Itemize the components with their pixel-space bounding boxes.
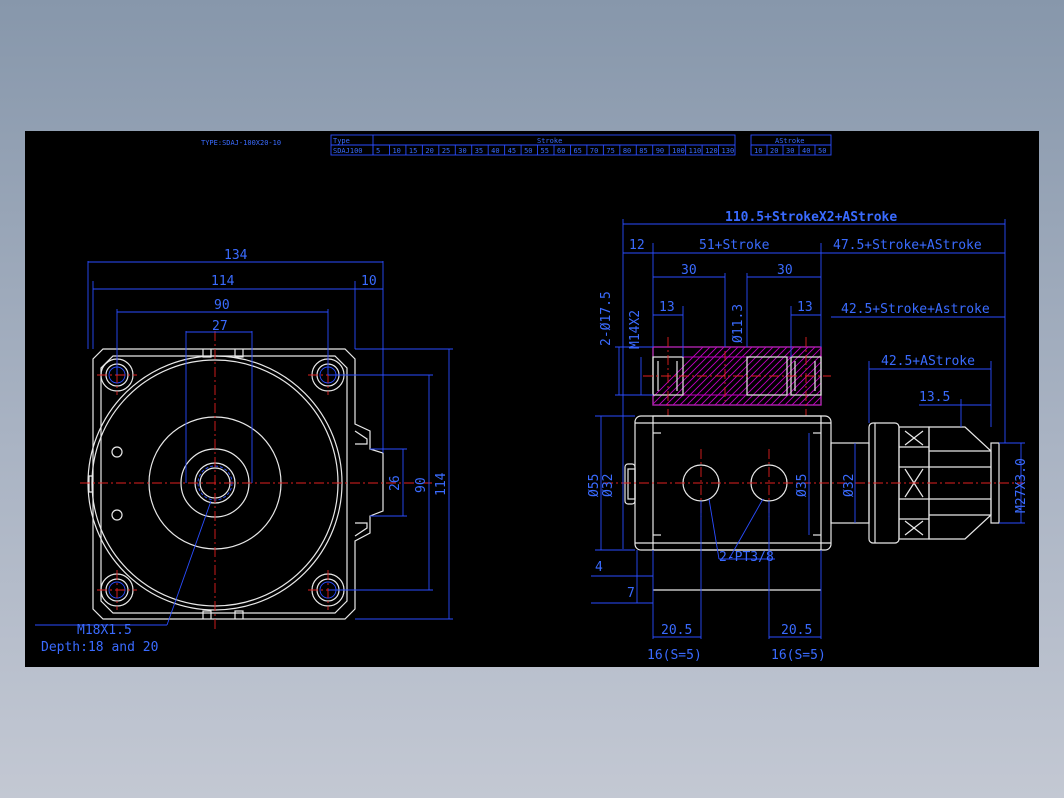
stroke-value-cell: 45	[508, 147, 516, 155]
dim-27: 27	[212, 319, 228, 334]
front-body-inner	[100, 355, 348, 614]
dim-12: 12	[629, 238, 645, 253]
stroke-value-cell: 50	[524, 147, 532, 155]
stroke-value-cell: 30	[458, 147, 466, 155]
type-label: TYPE:SDAJ-100X20-10	[201, 139, 281, 147]
dim-13-5: 13.5	[919, 390, 950, 405]
dim-13-left: 13	[659, 300, 675, 315]
port-label: 2-PT3/8	[719, 550, 774, 565]
dim-7: 7	[627, 586, 635, 601]
dim-phi-17-5: 2-Ø17.5	[599, 291, 614, 346]
stroke-value-cell: 5	[376, 147, 380, 155]
side-view: 110.5+StrokeX2+AStroke 12 51+Stroke 47.5…	[587, 210, 1029, 663]
dim-42-stroke-astroke: 42.5+Stroke+Astroke	[841, 302, 990, 317]
stroke-value-cell: 70	[590, 147, 598, 155]
side-hole-top	[111, 446, 123, 458]
stroke-value-cell: 65	[573, 147, 581, 155]
stroke-value-cell: 130	[722, 147, 735, 155]
dim-134: 134	[224, 248, 248, 263]
stroke-value-cell: 20	[425, 147, 433, 155]
stroke-value-cell: 80	[623, 147, 631, 155]
stroke-value-cell: 15	[409, 147, 417, 155]
stroke-value-cell: 60	[557, 147, 565, 155]
dim-phi-35: Ø35	[795, 474, 810, 497]
cad-drawing: TYPE:SDAJ-100X20-10 Type Stroke SDAJ100 …	[35, 134, 1029, 663]
dim-114: 114	[211, 274, 235, 289]
table1-model: SDAJ100	[333, 147, 363, 155]
dim-30-right: 30	[777, 263, 793, 278]
table2-header: AStroke	[775, 137, 805, 145]
astroke-value-cell: 10	[754, 147, 762, 155]
title-block: TYPE:SDAJ-100X20-10 Type Stroke SDAJ100 …	[201, 134, 832, 156]
dim-42-astroke: 42.5+AStroke	[881, 354, 975, 369]
table1-header-left: Type	[333, 137, 350, 145]
astroke-value-cell: 40	[802, 147, 810, 155]
stroke-value-cell: 35	[475, 147, 483, 155]
stroke-value-cell: 10	[392, 147, 400, 155]
stroke-value-cell: 110	[689, 147, 702, 155]
dim-m27: M27X3.0	[1014, 458, 1029, 513]
depth-note: Depth:18 and 20	[41, 640, 158, 655]
stroke-value-cell: 85	[639, 147, 647, 155]
stroke-value-cell: 25	[442, 147, 450, 155]
stroke-value-cell: 90	[656, 147, 664, 155]
dim-47-stroke: 47.5+Stroke+AStroke	[833, 238, 982, 253]
front-view: 134 114 10 90 27 26 90	[35, 248, 453, 655]
side-hole-bottom	[111, 509, 123, 521]
dim-90: 90	[214, 298, 230, 313]
astroke-value-cell: 30	[786, 147, 794, 155]
dim-20-5-left: 20.5	[661, 623, 692, 638]
astroke-value-cells: 10 20 30 40 50	[750, 145, 826, 155]
table1-header-right: Stroke	[537, 137, 562, 145]
astroke-value-cell: 20	[770, 147, 778, 155]
stroke-label-left: 16(S=5)	[647, 648, 702, 663]
dim-phi-11-3: Ø11.3	[731, 304, 746, 343]
dim-30-left: 30	[681, 263, 697, 278]
side-dimensions: 110.5+StrokeX2+AStroke 12 51+Stroke 47.5…	[587, 210, 1029, 663]
dim-overall: 110.5+StrokeX2+AStroke	[725, 210, 897, 225]
stroke-value-cell: 75	[606, 147, 614, 155]
stroke-value-cells: 5 10 15 20 25 30 35 40 45 50 55 60 65 70 75 80 85 90 100 11…	[372, 145, 735, 155]
dim-26: 26	[388, 475, 403, 491]
dim-90-vertical: 90	[414, 477, 429, 493]
dim-13-right: 13	[797, 300, 813, 315]
stroke-value-cell: 40	[491, 147, 499, 155]
dim-10: 10	[361, 274, 377, 289]
astroke-value-cell: 50	[818, 147, 826, 155]
dim-phi-32-left: Ø32	[601, 474, 616, 497]
section-top	[643, 337, 831, 416]
dim-114-vertical: 114	[434, 472, 449, 496]
dim-phi-32-right: Ø32	[842, 474, 857, 497]
stroke-label-right: 16(S=5)	[771, 648, 826, 663]
stroke-value-cell: 100	[672, 147, 685, 155]
front-dimensions: 134 114 10 90 27 26 90	[35, 248, 453, 655]
drawing-sheet: TYPE:SDAJ-100X20-10 Type Stroke SDAJ100 …	[25, 131, 1039, 667]
stroke-value-cell: 55	[541, 147, 549, 155]
dim-20-5-right: 20.5	[781, 623, 812, 638]
dim-4: 4	[595, 560, 603, 575]
dim-51-stroke: 51+Stroke	[699, 238, 770, 253]
thread-note: M18X1.5	[77, 623, 132, 638]
stroke-value-cell: 120	[705, 147, 718, 155]
dim-phi-55: Ø55	[587, 474, 602, 497]
dim-m14: M14X2	[628, 310, 643, 349]
